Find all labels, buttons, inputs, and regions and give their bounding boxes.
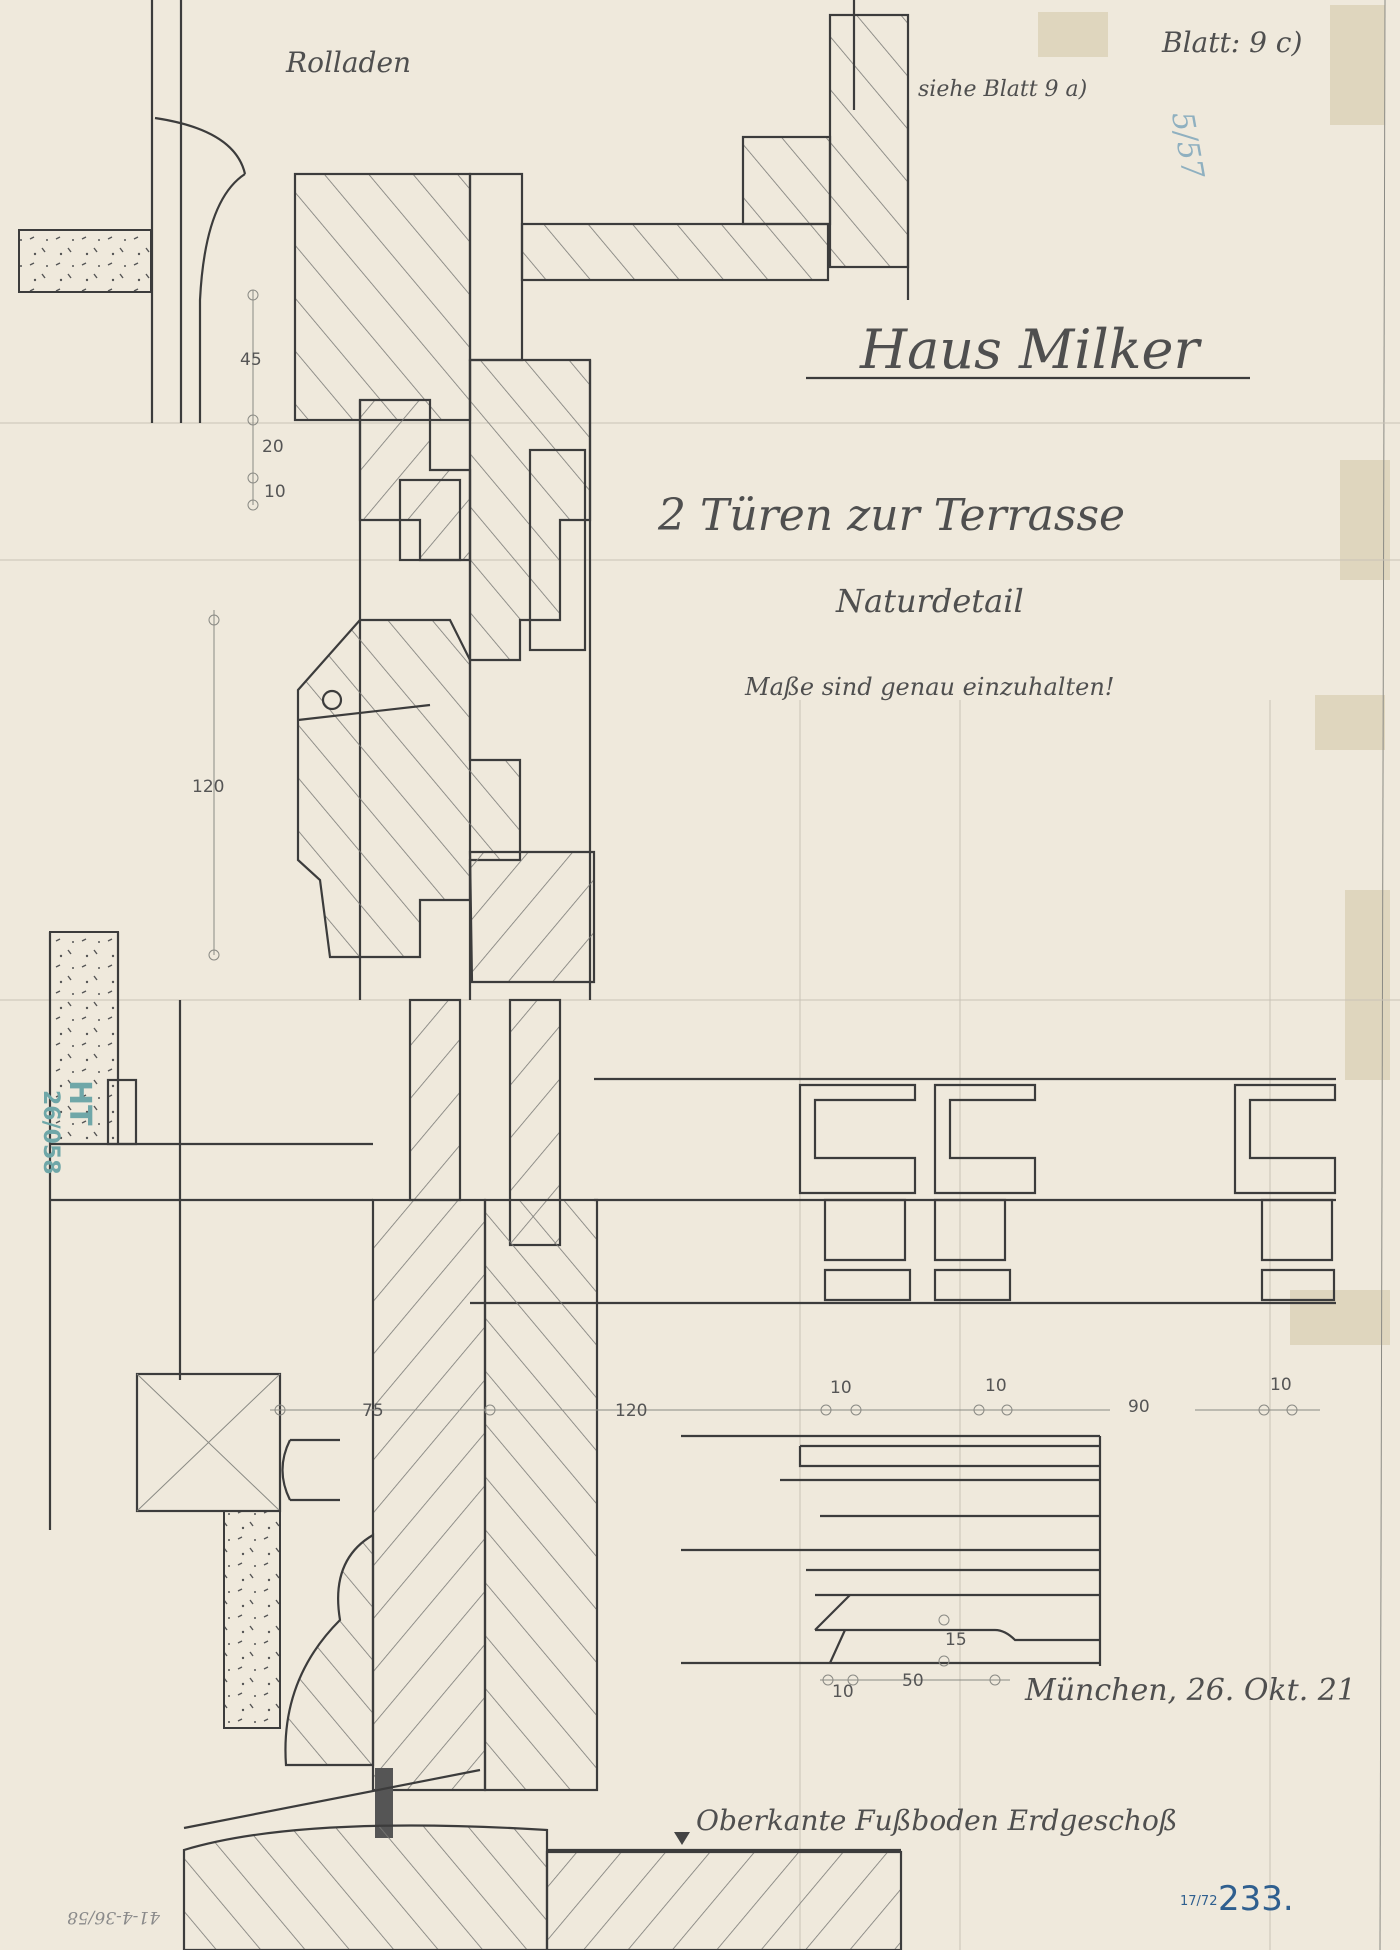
dimension-lines	[208, 289, 1320, 1686]
place-date: München, 26. Okt. 21	[1024, 1673, 1356, 1708]
title-block: Haus Milker 2 Türen zur Terrasse Naturde…	[657, 318, 1250, 701]
paper-edge	[1379, 0, 1386, 1950]
dim-45: 45	[240, 350, 262, 370]
step-profile-detail	[681, 1434, 1102, 1666]
masonry-block	[18, 229, 152, 293]
profile-c	[1233, 1083, 1337, 1302]
profile-a	[798, 1083, 917, 1302]
tape-strips	[1038, 5, 1390, 1345]
instruction-note: Maße sind genau einzuhalten!	[744, 673, 1114, 701]
dim-90: 90	[1128, 1397, 1150, 1417]
profile-b	[933, 1083, 1037, 1302]
floor-level-label: Oberkante Fußboden Erdgeschoß	[696, 1804, 1178, 1837]
dim-10-left: 10	[264, 482, 286, 502]
sheet-number: Blatt: 9 c)	[1161, 26, 1302, 59]
level-marker-icon	[674, 1832, 690, 1845]
base-molding	[284, 1533, 375, 1767]
dim-10-bottom: 10	[832, 1682, 854, 1702]
dim-15: 15	[945, 1630, 967, 1650]
dim-120-mid: 120	[615, 1401, 647, 1421]
reference-note: siehe Blatt 9 a)	[918, 77, 1087, 102]
dim-20: 20	[262, 437, 284, 457]
project-title: Haus Milker	[859, 318, 1202, 381]
door-frame-lower	[135, 1198, 599, 1838]
dim-10-c: 10	[1270, 1375, 1292, 1395]
drawing-subtitle: 2 Türen zur Terrasse	[657, 490, 1125, 541]
archive-number: 233.	[1218, 1879, 1294, 1919]
dim-120-left: 120	[192, 777, 224, 797]
wall-top-section	[18, 0, 910, 423]
label-rolladen: Rolladen	[285, 46, 411, 79]
lintel-section	[520, 222, 830, 282]
detail-type: Naturdetail	[835, 582, 1024, 620]
dimension-labels: 45 20 10 120 75 120 10 10 90 10 15 10 50	[192, 350, 1292, 1702]
guide-lines	[0, 422, 1400, 1950]
dim-50: 50	[902, 1671, 924, 1691]
stamp-number: 26/058	[38, 1090, 63, 1175]
floor-section	[182, 1824, 903, 1950]
dim-10-b: 10	[985, 1376, 1007, 1396]
wall-middle-section	[48, 931, 373, 1530]
door-frame-upper	[296, 358, 596, 1000]
archive-prefix: 17/72	[1180, 1894, 1217, 1909]
dim-75: 75	[362, 1401, 384, 1421]
dim-10-a: 10	[830, 1378, 852, 1398]
pencil-mark-top: 5/57	[1164, 109, 1210, 182]
horizontal-section	[408, 998, 1337, 1305]
inventory-mark: 41-4-36/58	[67, 1907, 161, 1927]
shutter-box-section	[293, 172, 472, 422]
stamp-letters: HT	[62, 1080, 97, 1126]
